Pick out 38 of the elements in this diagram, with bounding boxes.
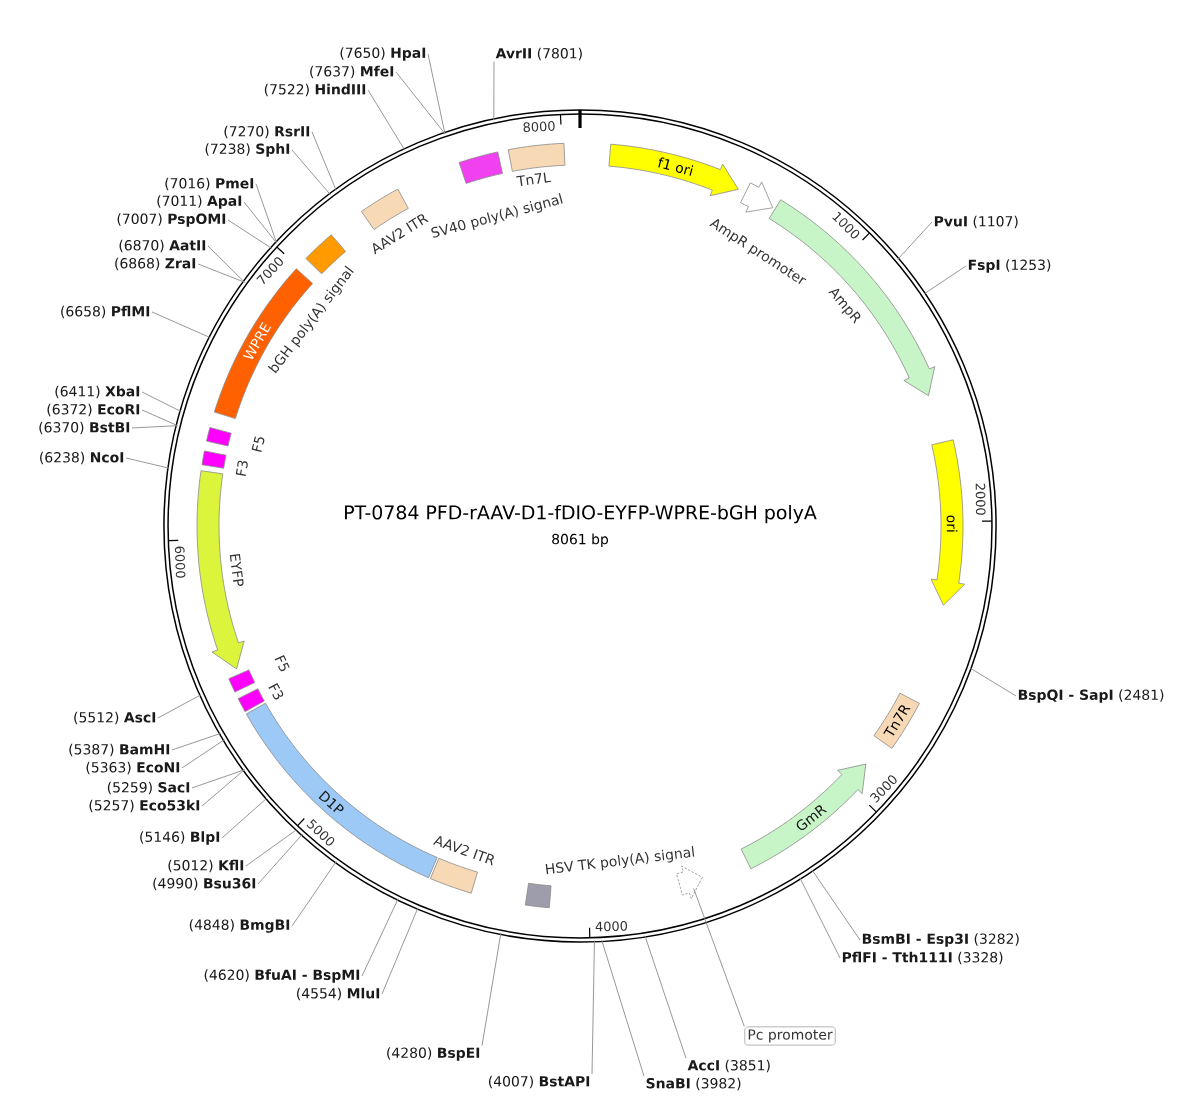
promoter-feature bbox=[676, 865, 703, 900]
leader-line bbox=[131, 425, 179, 429]
leader-line bbox=[311, 131, 337, 191]
leader-line bbox=[181, 739, 225, 769]
leader-line bbox=[291, 861, 337, 927]
leader-line bbox=[141, 409, 179, 427]
leader-line bbox=[395, 71, 446, 135]
leader-line bbox=[923, 265, 967, 295]
leader-line bbox=[257, 833, 303, 885]
leader-line bbox=[141, 391, 182, 413]
leader-line bbox=[799, 877, 841, 959]
leader-line bbox=[291, 149, 331, 196]
leader-line bbox=[227, 219, 273, 249]
leader-line bbox=[197, 263, 245, 283]
leader-line bbox=[151, 311, 211, 339]
leader-line bbox=[969, 667, 1017, 697]
leader-line bbox=[125, 457, 170, 469]
leader-line bbox=[367, 89, 406, 151]
leader-line bbox=[157, 694, 202, 719]
leader-line bbox=[693, 888, 745, 1027]
leader-line bbox=[207, 245, 245, 283]
leader-line bbox=[243, 201, 278, 244]
leader-line bbox=[245, 828, 298, 867]
leader-line bbox=[361, 898, 399, 977]
leader-line bbox=[481, 932, 502, 1047]
leader-line bbox=[191, 769, 245, 789]
leader-line bbox=[591, 940, 595, 1075]
leader-line bbox=[897, 221, 933, 260]
leader-line bbox=[255, 183, 278, 244]
leader-line bbox=[221, 797, 268, 839]
leader-line bbox=[811, 869, 861, 941]
leader-line bbox=[493, 61, 495, 121]
leader-line bbox=[171, 732, 222, 751]
leader-line bbox=[644, 935, 687, 1059]
leader-line bbox=[601, 939, 645, 1077]
leader-line bbox=[427, 53, 446, 135]
leader-line bbox=[201, 769, 245, 807]
leader-line bbox=[381, 907, 419, 995]
